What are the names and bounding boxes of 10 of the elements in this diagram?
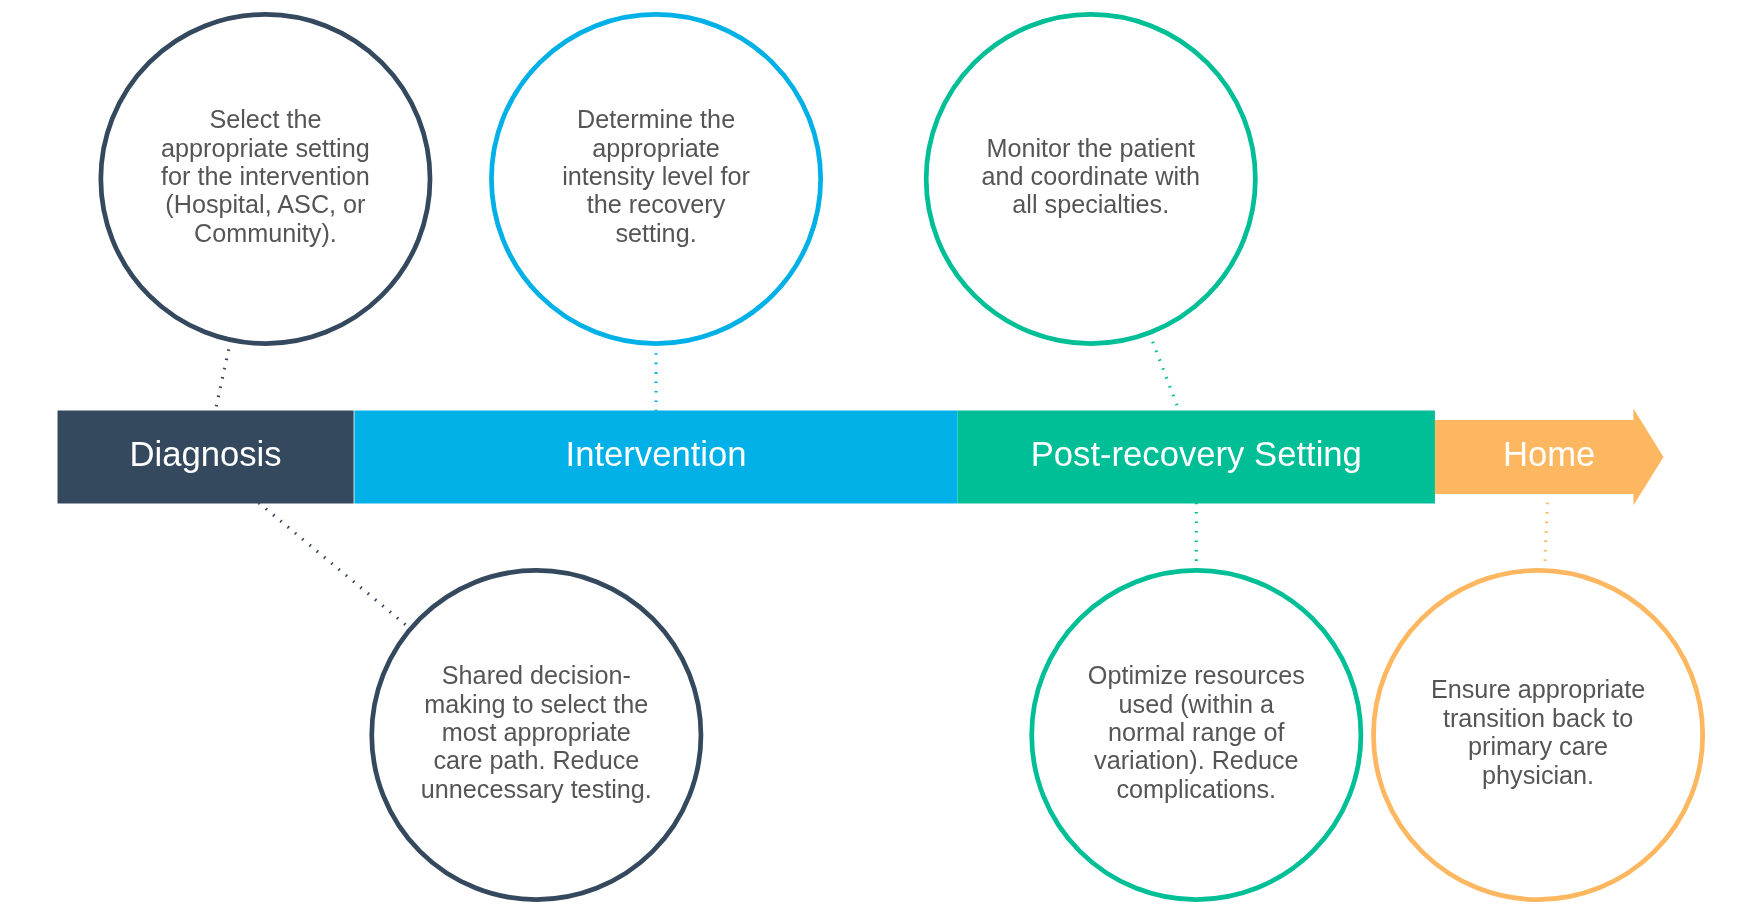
node-circle: Shared decision-making to select the most appropriate care path. Reduce unnecessary testing. [368, 568, 703, 902]
node-circle: Optimize resources used (within a normal range of variation). Reduce complications. [1028, 568, 1363, 902]
node-box: Intervention [353, 410, 958, 504]
node-circle: Select the appropriate setting for the intervention (Hospital, ASC, or Community). [97, 12, 432, 346]
node-box: Post-recovery Setting [957, 410, 1435, 504]
connector [1542, 502, 1549, 571]
node-circle: Monitor the patient and coordinate with all specialties. [923, 12, 1258, 346]
node-circle: Determine the appropriate intensity level for the recovery setting. [488, 12, 823, 346]
node-box: Diagnosis [57, 410, 354, 504]
node-circle: Ensure appropriate transition back to primary care physician. [1370, 568, 1705, 902]
